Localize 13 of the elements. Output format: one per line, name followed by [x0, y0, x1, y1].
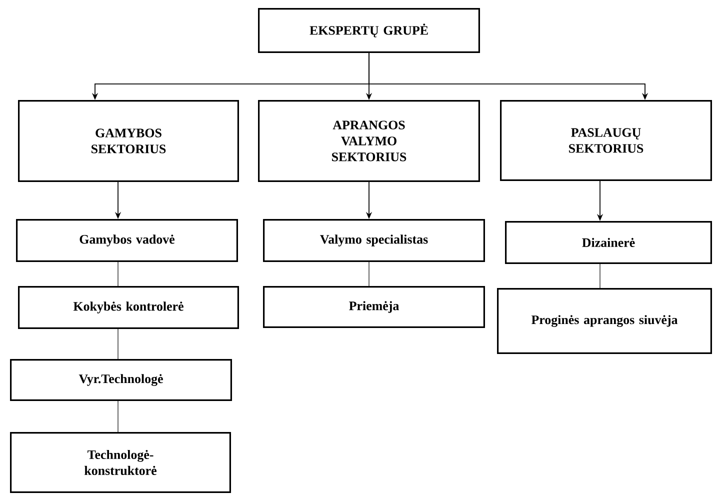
sector-box: PASLAUGŲ SEKTORIUS	[500, 100, 712, 181]
position-box: Kokybės kontrolerė	[18, 286, 239, 329]
sector-box: APRANGOS VALYMO SEKTORIUS	[258, 100, 480, 182]
position-box: Priemėja	[263, 286, 485, 328]
connector-line	[368, 262, 370, 286]
position-box: Proginės aprangos siuvėja	[497, 288, 712, 354]
sector-box: GAMYBOS SEKTORIUS	[18, 100, 239, 182]
position-box: Valymo specialistas	[263, 218, 485, 262]
position-box: Technologė- konstruktorė	[10, 432, 231, 493]
position-box: Gamybos vadovė	[16, 218, 238, 262]
position-box: Dizainerė	[505, 220, 712, 264]
group-box: EKSPERTŲ GRUPĖ	[258, 8, 480, 53]
position-box: Vyr.Technologė	[10, 358, 232, 401]
